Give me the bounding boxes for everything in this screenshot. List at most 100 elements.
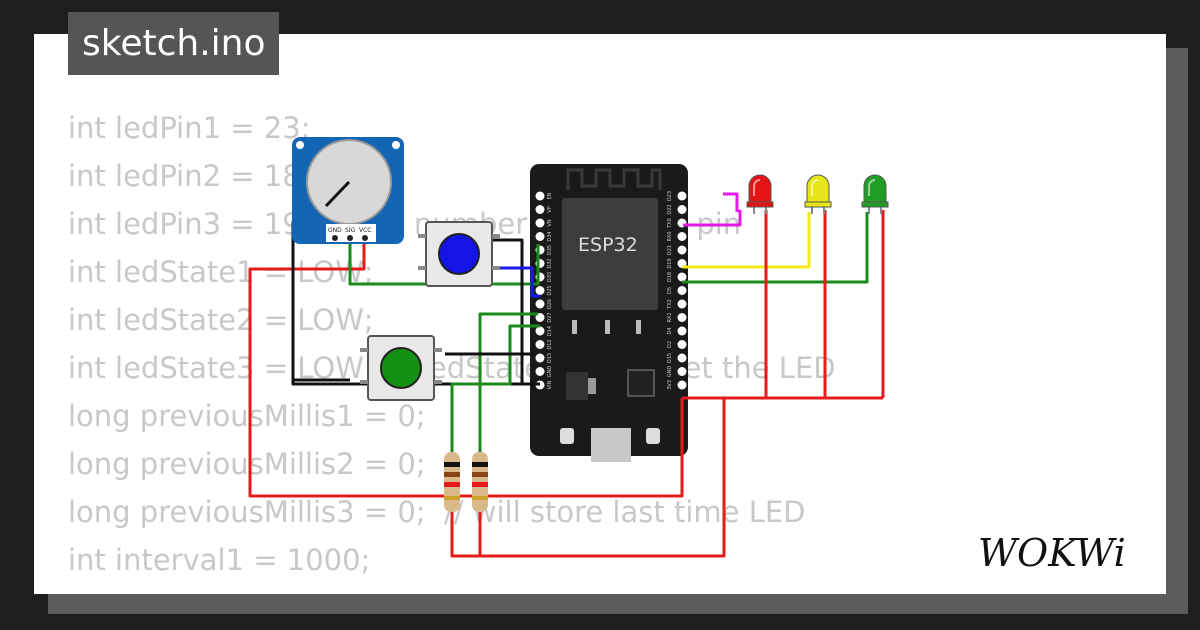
esp32-board[interactable]: ESP32 ENVPVND34D35D32D33D25D26D27D14D12D… — [530, 164, 688, 462]
boot-button[interactable] — [560, 428, 574, 444]
pin-label: D33 — [547, 272, 553, 282]
wire-green-led — [682, 212, 869, 284]
pin-label: D5 — [667, 287, 673, 294]
pin-label: D35 — [547, 245, 553, 255]
code-line: long previousMillis2 = 0; — [68, 447, 426, 481]
pin-hole[interactable] — [535, 326, 545, 336]
pin-label: D32 — [547, 258, 553, 268]
esp32-module — [562, 198, 658, 310]
esp32-label: ESP32 — [578, 234, 638, 256]
code-line: long previousMillis1 = 0; — [68, 399, 426, 433]
pin-label: EN — [547, 192, 553, 199]
pot-pin-vcc: VCC — [359, 227, 371, 234]
pin-hole[interactable] — [535, 205, 545, 214]
code-line: int ledPin2 = 18 — [68, 159, 301, 193]
pin-hole[interactable] — [677, 340, 687, 349]
pin-label: D15 — [667, 353, 673, 363]
led-green[interactable] — [861, 174, 889, 214]
pin-hole[interactable] — [677, 313, 687, 322]
usb-port — [591, 428, 631, 462]
pin-label: RX2 — [667, 312, 673, 322]
code-listing: int ledPin1 = 23; int ledPin2 = 18 int l… — [68, 104, 836, 594]
pin-label: D13 — [547, 353, 553, 363]
en-button[interactable] — [646, 428, 660, 444]
wire-red-led-gnd — [682, 210, 885, 400]
pin-hole[interactable] — [677, 353, 687, 363]
pin-label: RX0 — [667, 231, 673, 241]
led-yellow[interactable] — [804, 174, 832, 214]
code-line: int ledState2 = LOW; — [68, 303, 374, 337]
pin-label: VN — [547, 219, 553, 226]
wire-green-button2 — [450, 324, 540, 452]
pot-pin-sig: SIG — [345, 227, 356, 234]
pin-label: D34 — [547, 231, 553, 241]
led-red[interactable] — [746, 174, 774, 214]
pin-label: D26 — [547, 299, 553, 309]
pin-hole[interactable] — [535, 353, 545, 363]
pin-label: D23 — [667, 191, 673, 201]
pin-hole[interactable] — [677, 299, 687, 309]
pin-hole[interactable] — [677, 232, 687, 241]
pushbutton-green[interactable] — [360, 335, 442, 401]
pin-label: D19 — [667, 258, 673, 268]
pin-label: VIN — [547, 380, 553, 389]
pot-pin-gnd: GND — [328, 227, 342, 234]
file-title-tab[interactable]: sketch.ino — [68, 12, 280, 75]
led-group — [746, 174, 889, 214]
pin-hole[interactable] — [677, 367, 687, 376]
pin-hole[interactable] — [677, 205, 687, 214]
pin-hole[interactable] — [677, 286, 687, 295]
pin-label: VP — [547, 206, 553, 212]
pin-label: D27 — [547, 312, 553, 322]
pin-hole[interactable] — [677, 191, 687, 201]
pin-label: GND — [667, 366, 673, 378]
pin-hole[interactable] — [535, 286, 545, 295]
pin-hole[interactable] — [677, 245, 687, 255]
pin-label: D4 — [667, 327, 673, 334]
pin-hole[interactable] — [535, 367, 545, 376]
wire-yellow — [682, 212, 811, 269]
pin-label: TX2 — [667, 299, 673, 310]
antenna-trace — [566, 168, 662, 190]
pin-label: D18 — [667, 272, 673, 282]
wire-pot-signal — [348, 232, 540, 286]
code-line: int ledPin1 = 23; — [68, 111, 311, 145]
pin-label: D25 — [547, 285, 553, 295]
pin-hole[interactable] — [677, 380, 687, 390]
pin-label: TX0 — [667, 218, 673, 229]
pin-hole[interactable] — [677, 326, 687, 336]
potentiometer[interactable]: GND SIG VCC — [292, 137, 404, 244]
resistor-1[interactable] — [444, 452, 460, 512]
wokwi-logo-text: WOKWi — [978, 531, 1126, 575]
wire-magenta — [683, 192, 742, 227]
wire-red-resistors — [450, 398, 726, 558]
resistor-2[interactable] — [472, 452, 488, 512]
code-line: int ledState1 = LOW; — [68, 255, 374, 289]
pin-label: D14 — [547, 326, 553, 336]
wire-blue — [498, 266, 540, 298]
pin-hole[interactable] — [535, 191, 545, 201]
pin-label: D2 — [667, 341, 673, 348]
usb-chip — [627, 369, 655, 397]
code-line: int interval1 = 1000; — [68, 543, 371, 577]
pin-hole[interactable] — [535, 218, 545, 228]
pin-label: D21 — [667, 245, 673, 255]
pin-hole[interactable] — [535, 232, 545, 241]
code-line: int interval2 = 500; — [68, 584, 836, 594]
pin-label: D12 — [547, 339, 553, 349]
pin-hole[interactable] — [535, 340, 545, 349]
wire-green-button1 — [478, 312, 538, 452]
pin-hole[interactable] — [535, 299, 545, 309]
pushbutton-blue[interactable] — [418, 221, 500, 287]
pin-label: GND — [547, 366, 553, 378]
code-line: long previousMillis3 = 0; // will store … — [68, 495, 806, 529]
pin-label: D22 — [667, 204, 673, 214]
wire-red-vcc — [248, 237, 684, 498]
pin-label: 3V3 — [667, 380, 673, 390]
wokwi-logo: WOKWi — [978, 531, 1126, 575]
voltage-regulator — [566, 372, 588, 400]
pin-hole[interactable] — [677, 272, 687, 282]
